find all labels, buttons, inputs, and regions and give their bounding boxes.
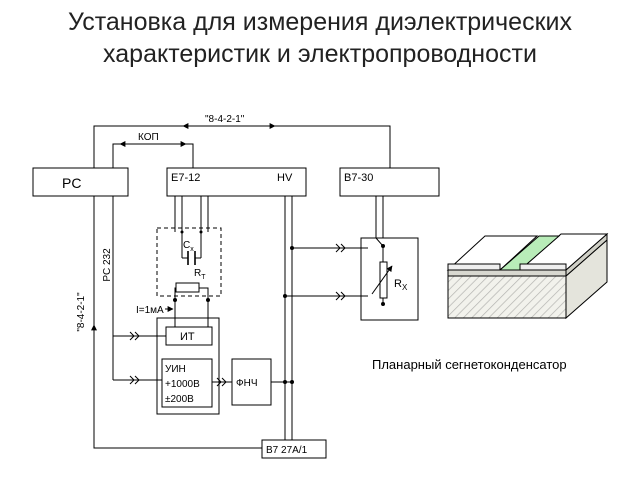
bus-8421-left-label: "8-4-2-1"	[76, 292, 87, 332]
sample-enclosure	[156, 227, 222, 297]
bus-8421-top-label: "8-4-2-1"	[205, 114, 245, 125]
rx-variable-arrow	[371, 265, 393, 295]
rt-resistor	[175, 282, 200, 293]
cx-capacitor	[181, 240, 202, 265]
current-label: I=1мА	[136, 305, 164, 316]
fnch-block	[231, 358, 272, 406]
planar-capacitor-caption: Планарный сегнетоконденсатор	[372, 357, 567, 372]
pc-label: PC	[62, 175, 81, 191]
film-front	[447, 269, 567, 277]
electrode-left-front	[447, 263, 501, 271]
v727-block	[261, 439, 327, 459]
v727-label: B7 27A/1	[266, 445, 308, 456]
rt-label: RT	[194, 268, 206, 281]
v730-label: B7-30	[344, 172, 373, 184]
e7-hv-block	[166, 167, 307, 197]
v730-block	[339, 167, 440, 197]
bus-kop-label: КОП	[138, 132, 159, 143]
rx-label: RX	[394, 278, 408, 292]
it-block	[165, 326, 213, 346]
uin-label-2: +1000B	[165, 379, 200, 390]
junction-dots	[173, 230, 294, 384]
slide-title: Установка для измерения диэлектрических …	[0, 6, 640, 70]
it-label: ИТ	[180, 331, 195, 343]
connector-chevrons	[129, 243, 346, 387]
cx-label: Cx	[183, 240, 194, 253]
bus-8421-left	[93, 196, 262, 449]
chevron-uin	[129, 375, 140, 385]
planar-capacitor-illustration	[446, 232, 609, 320]
chevron-it	[129, 331, 140, 341]
hv-label: HV	[277, 172, 293, 184]
rx-node-bottom	[381, 302, 385, 306]
rx-wire-top	[375, 237, 384, 262]
chevron-fnch	[216, 377, 227, 387]
e7-label: E7-12	[171, 172, 200, 184]
uin-label-3: ±200B	[165, 394, 194, 405]
chevron-rx-lower	[335, 291, 346, 301]
rt-wire-2	[199, 287, 209, 300]
bus-rs232-label: PC 232	[102, 248, 113, 282]
rx-box	[360, 237, 419, 321]
rx-resistor	[379, 261, 388, 299]
electrode-right-front	[519, 263, 567, 271]
source-enclosure	[156, 317, 220, 415]
bus-kop	[112, 143, 194, 168]
pc-block	[32, 167, 129, 197]
uin-label-1: УИН	[165, 364, 186, 375]
title-line-1: Установка для измерения диэлектрических	[68, 8, 572, 36]
chevron-rx-upper	[335, 243, 346, 253]
gap-green	[498, 235, 561, 271]
uin-block	[161, 358, 213, 408]
rx-node-top	[381, 244, 385, 248]
title-line-2: характеристик и электропроводности	[103, 40, 537, 68]
fnch-label: ФНЧ	[236, 378, 258, 389]
